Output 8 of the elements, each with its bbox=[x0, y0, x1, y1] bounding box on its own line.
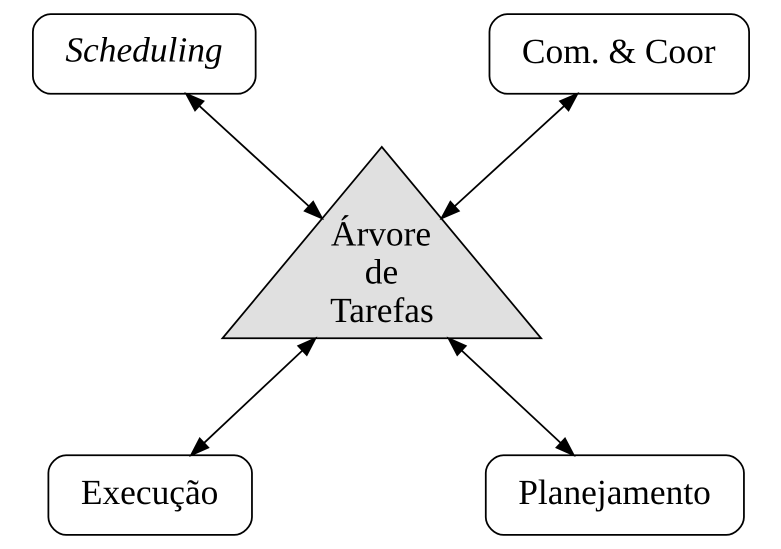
node-box: Com. & Coor bbox=[488, 13, 750, 95]
arrow bbox=[184, 92, 324, 220]
arrow bbox=[439, 92, 579, 220]
arrow bbox=[446, 336, 576, 457]
node-box: Execução bbox=[47, 454, 252, 536]
node-box: Planejamento bbox=[484, 454, 744, 536]
node-box: Scheduling bbox=[32, 13, 256, 95]
arrow bbox=[188, 336, 317, 457]
